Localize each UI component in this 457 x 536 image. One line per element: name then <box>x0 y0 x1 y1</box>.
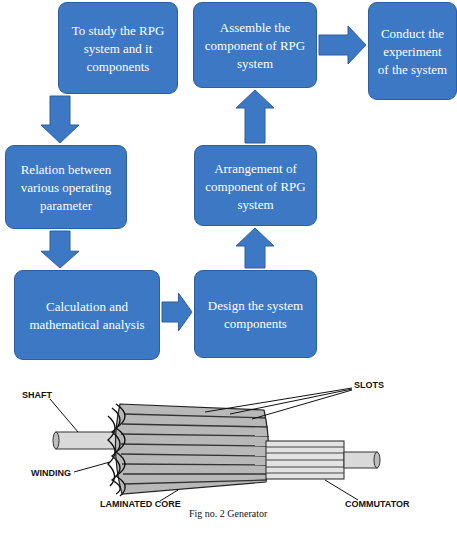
core-slots <box>121 414 269 484</box>
block-arrow <box>41 231 79 268</box>
box-text: To study the RPG system and it component… <box>72 23 165 74</box>
block-arrow <box>41 96 79 143</box>
laminated-core <box>115 404 268 494</box>
figure-caption: Fig no. 2 Generator <box>189 508 267 519</box>
box-text: Conduct the experiment of the system <box>378 26 447 77</box>
process-box: Conduct the experiment of the system <box>368 2 457 100</box>
part-label: SHAFT <box>22 390 52 400</box>
block-arrow <box>236 228 274 268</box>
box-text: Relation between various operating param… <box>21 162 112 213</box>
block-arrow <box>162 293 192 331</box>
box-text: Assemble the component of RPG system <box>205 20 305 71</box>
winding <box>108 404 125 496</box>
commutator <box>266 441 344 479</box>
process-box: Calculation and mathematical analysis <box>14 270 160 360</box>
block-arrow <box>236 90 274 143</box>
box-text: Design the system components <box>208 298 303 331</box>
process-box: Assemble the component of RPG system <box>193 2 317 88</box>
part-label: COMMUTATOR <box>345 499 410 509</box>
process-box: Design the system components <box>194 270 317 358</box>
commutator-bars <box>266 447 344 473</box>
process-box: Arrangement of component of RPG system <box>194 145 317 226</box>
shaft <box>344 452 377 468</box>
shaft-end <box>374 452 380 468</box>
process-box: To study the RPG system and it component… <box>58 2 178 94</box>
part-label: LAMINATED CORE <box>100 499 181 509</box>
box-text: Arrangement of component of RPG system <box>205 161 305 212</box>
part-label: WINDING <box>31 468 71 478</box>
part-label: SLOTS <box>354 380 384 390</box>
process-box: Relation between various operating param… <box>5 145 127 229</box>
shaft-end <box>53 432 59 449</box>
leader-lines <box>50 388 358 501</box>
box-text: Calculation and mathematical analysis <box>29 299 144 332</box>
block-arrow <box>319 26 366 64</box>
